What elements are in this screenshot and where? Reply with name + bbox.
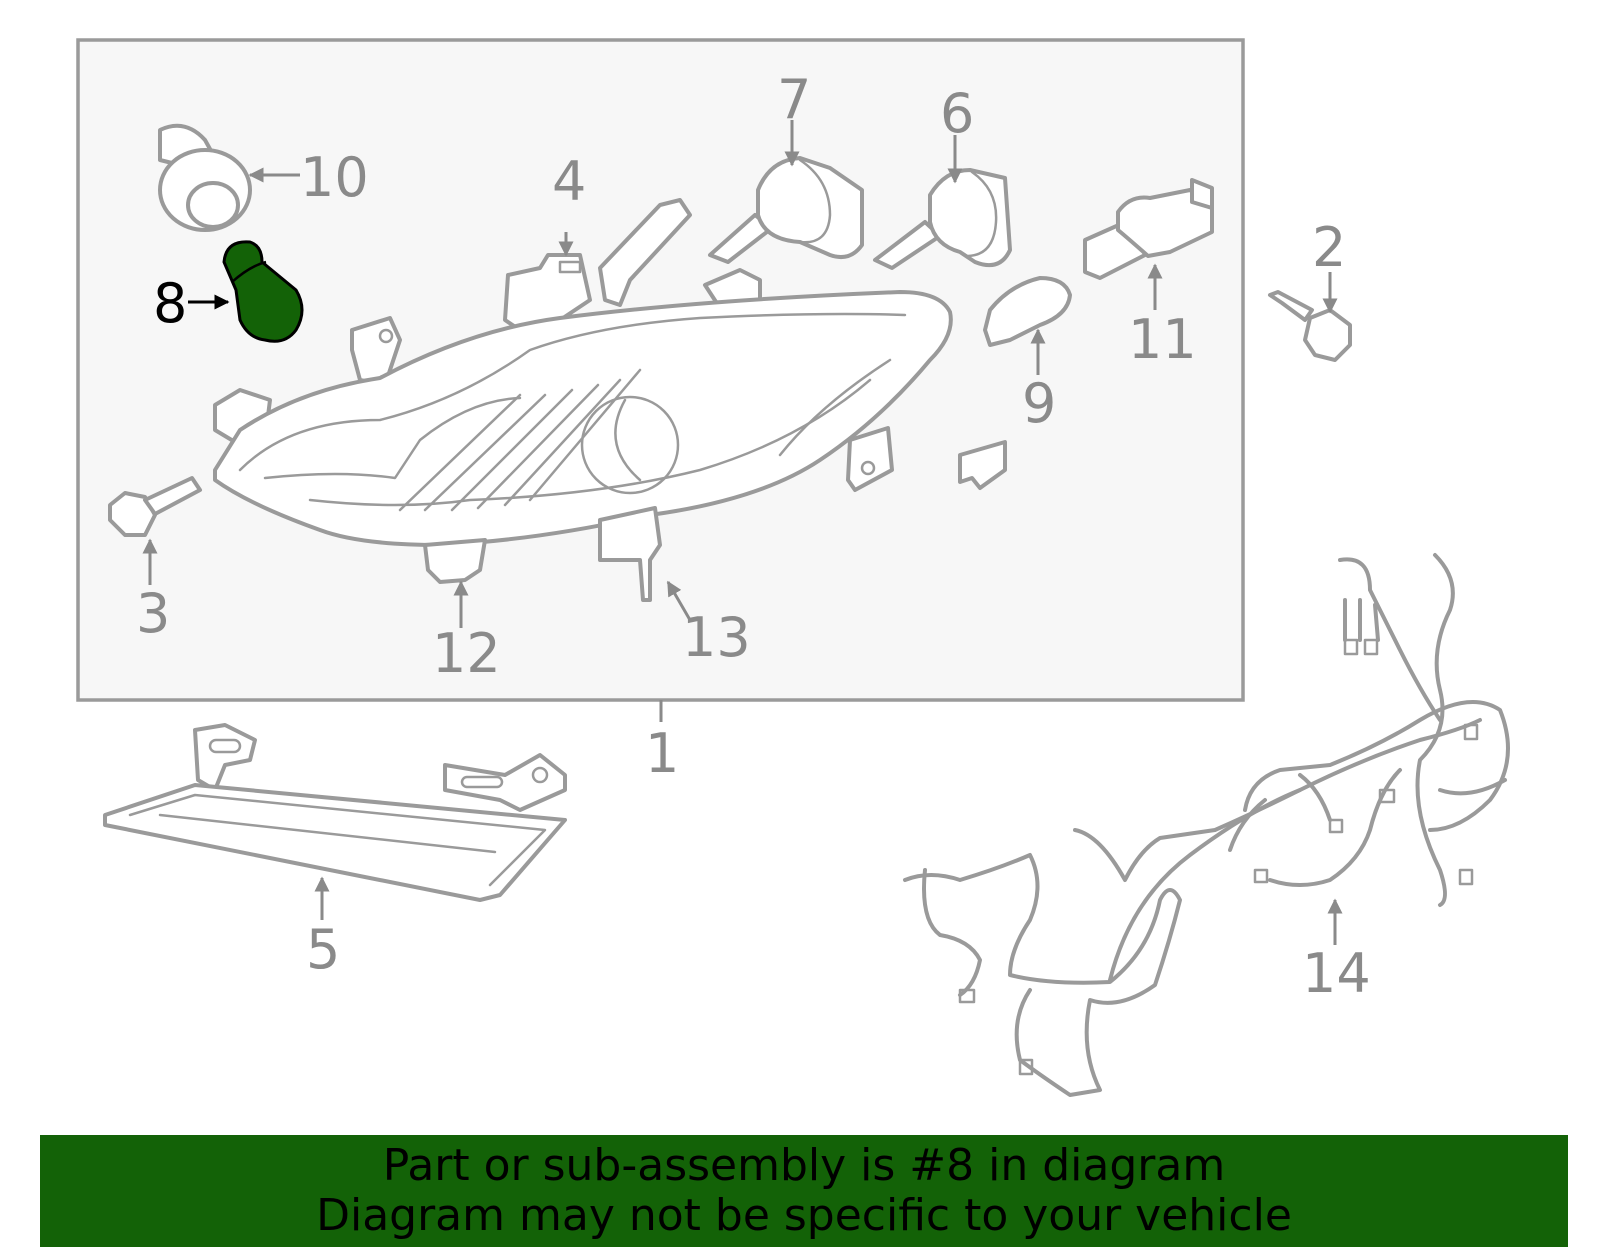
callout-2: 2: [1312, 216, 1346, 279]
callout-1: 1: [645, 722, 679, 785]
callout-11: 11: [1128, 308, 1197, 371]
banner-line-1: Part or sub-assembly is #8 in diagram: [382, 1140, 1226, 1191]
callout-10: 10: [300, 146, 369, 209]
part-5-bracket[interactable]: [103, 723, 567, 902]
small-bracket: [958, 440, 1007, 490]
callout-14: 14: [1302, 942, 1371, 1005]
part-10-socket[interactable]: [158, 123, 252, 232]
part-14-harness[interactable]: [903, 553, 1510, 1097]
part-9-bulb[interactable]: [983, 276, 1072, 347]
callout-8: 8: [153, 272, 187, 335]
callout-6: 6: [940, 82, 974, 145]
info-banner: Part or sub-assembly is #8 in diagram Di…: [40, 1135, 1568, 1247]
callout-3: 3: [136, 582, 170, 645]
part-8-bulb-highlighted[interactable]: [222, 240, 304, 343]
part-6-bulb[interactable]: [873, 168, 1012, 270]
callout-4: 4: [552, 150, 586, 213]
part-2-bolt[interactable]: [1268, 290, 1352, 362]
part-3-bolt[interactable]: [108, 476, 202, 537]
part-4: [558, 260, 582, 274]
callout-13: 13: [682, 606, 751, 669]
callout-5: 5: [306, 918, 340, 981]
callout-12: 12: [432, 622, 501, 685]
part-7-bulb[interactable]: [708, 156, 864, 264]
banner-line-2: Diagram may not be specific to your vehi…: [316, 1190, 1292, 1241]
callout-9: 9: [1022, 372, 1056, 435]
banner-background: [40, 1135, 1568, 1247]
part-1-headlamp[interactable]: [213, 198, 953, 602]
part-11-bulb[interactable]: [1083, 178, 1214, 280]
callout-7: 7: [777, 68, 811, 131]
